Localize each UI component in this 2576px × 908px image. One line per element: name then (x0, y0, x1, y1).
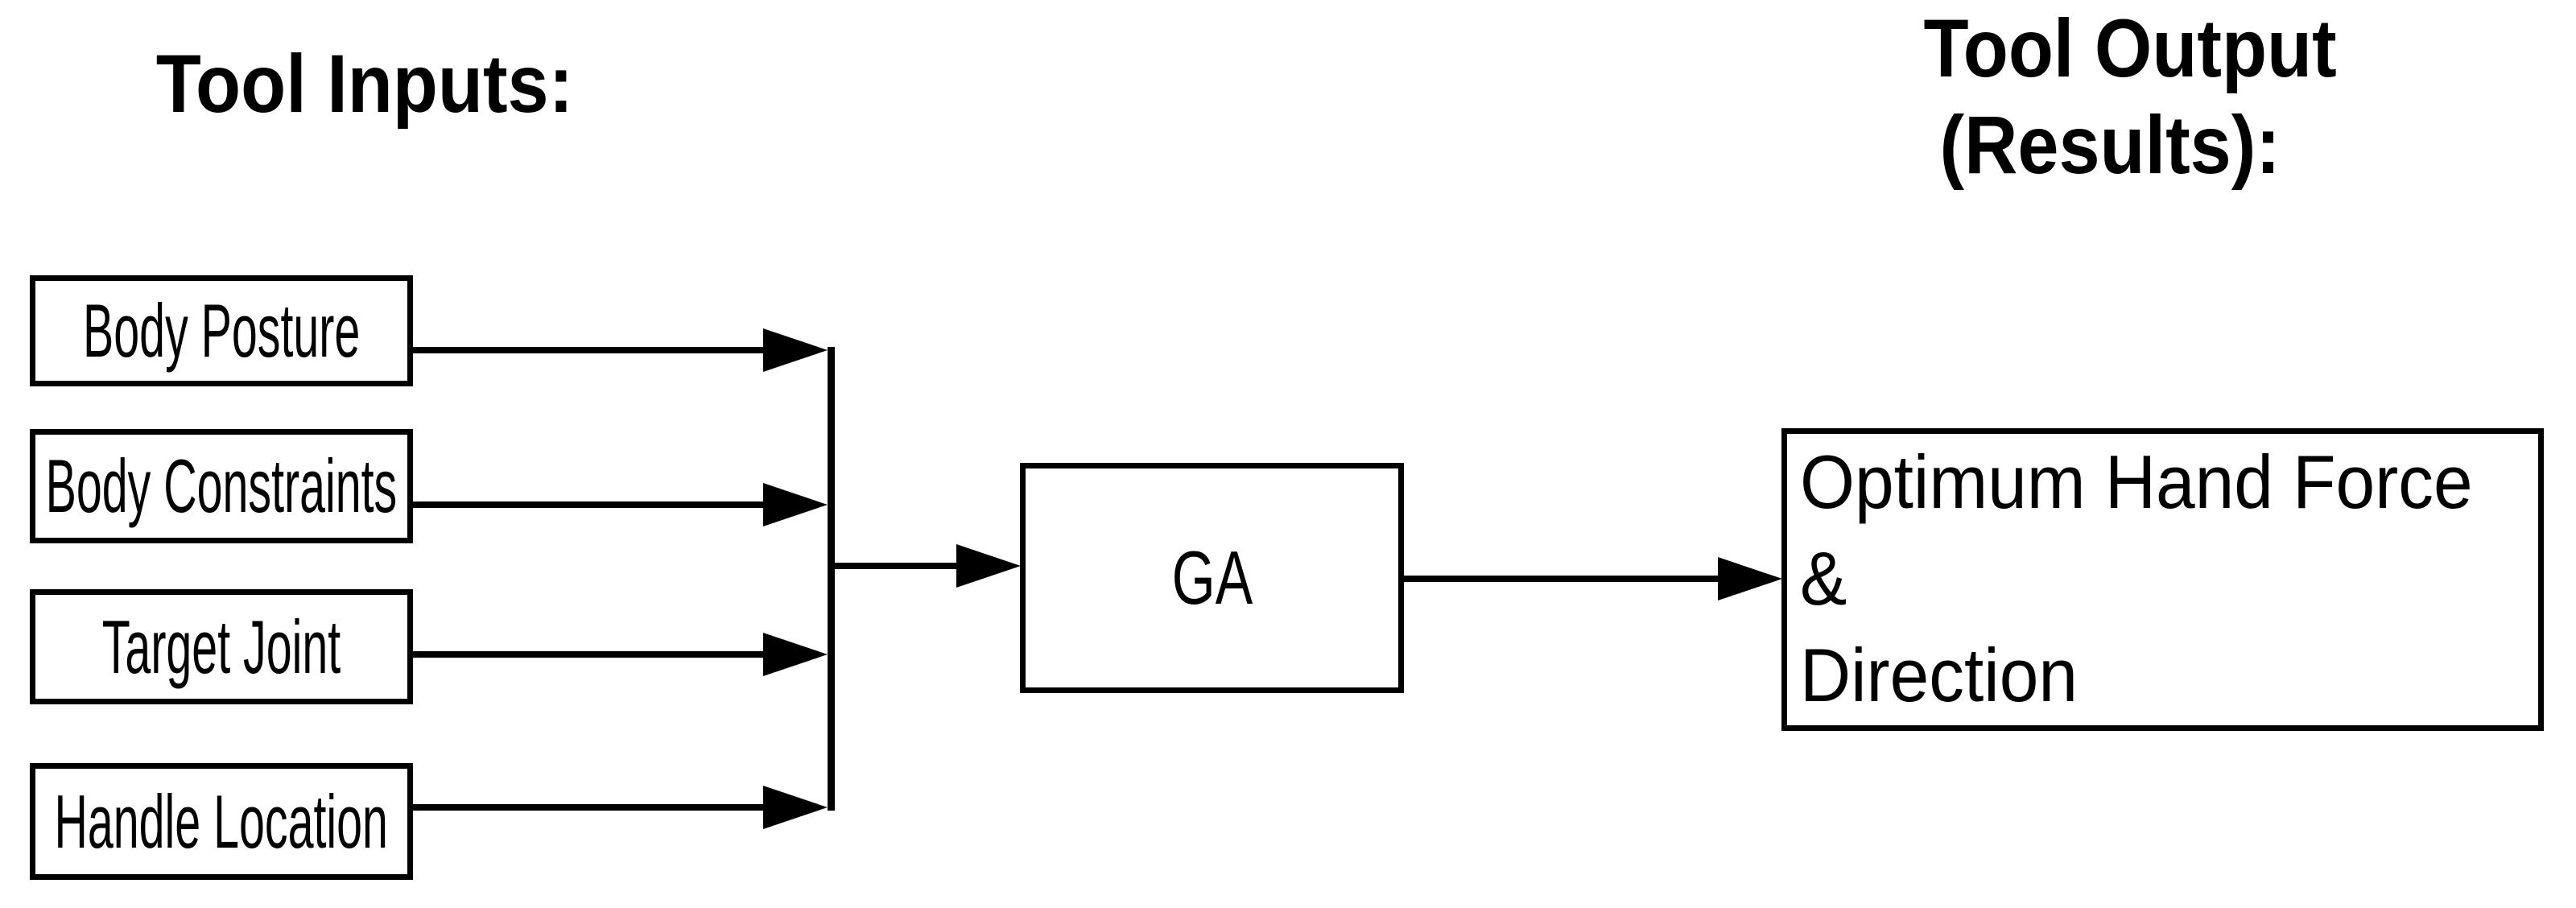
connector-line-handle-location (413, 804, 763, 811)
output-heading-line2: (Results): (1939, 99, 2281, 191)
connector-line-body-posture (413, 347, 763, 353)
inputs-heading: Tool Inputs: (133, 35, 573, 132)
process-box-ga-label: GA (1171, 535, 1253, 620)
connector-line-target-joint (413, 651, 763, 658)
connector-line-body-constraints (413, 501, 763, 508)
input-box-target-joint: Target Joint (30, 589, 413, 704)
output-heading-line1: Tool Output (1923, 2, 2337, 94)
input-box-handle-location-label: Handle Location (54, 778, 389, 864)
arrowhead-to-ga-icon (956, 544, 1021, 588)
output-box: Optimum Hand Force & Direction (1781, 428, 2544, 731)
arrowhead-body-constraints-icon (763, 483, 828, 526)
inputs-heading-text: Tool Inputs: (155, 38, 574, 130)
arrowhead-ga-to-output-icon (1718, 557, 1782, 601)
connector-line-to-ga (835, 563, 956, 569)
output-heading: Tool Output (Results): (1901, 0, 2337, 193)
input-box-body-posture: Body Posture (30, 275, 413, 386)
output-box-line1: Optimum Hand Force (1800, 440, 2473, 524)
input-box-body-constraints-label: Body Constraints (45, 444, 398, 528)
output-box-line2: & (1800, 536, 1847, 621)
output-box-line3: Direction (1800, 633, 2078, 717)
arrowhead-body-posture-icon (763, 328, 828, 372)
process-box-ga: GA (1020, 463, 1404, 693)
input-box-body-posture-label: Body Posture (82, 288, 361, 373)
input-box-body-constraints: Body Constraints (30, 429, 413, 543)
arrowhead-handle-location-icon (763, 786, 828, 829)
input-box-handle-location: Handle Location (30, 763, 413, 880)
arrowhead-target-joint-icon (763, 633, 828, 676)
input-box-target-joint-label: Target Joint (101, 604, 341, 689)
collector-line (828, 347, 835, 811)
connector-line-ga-to-output (1404, 576, 1718, 582)
